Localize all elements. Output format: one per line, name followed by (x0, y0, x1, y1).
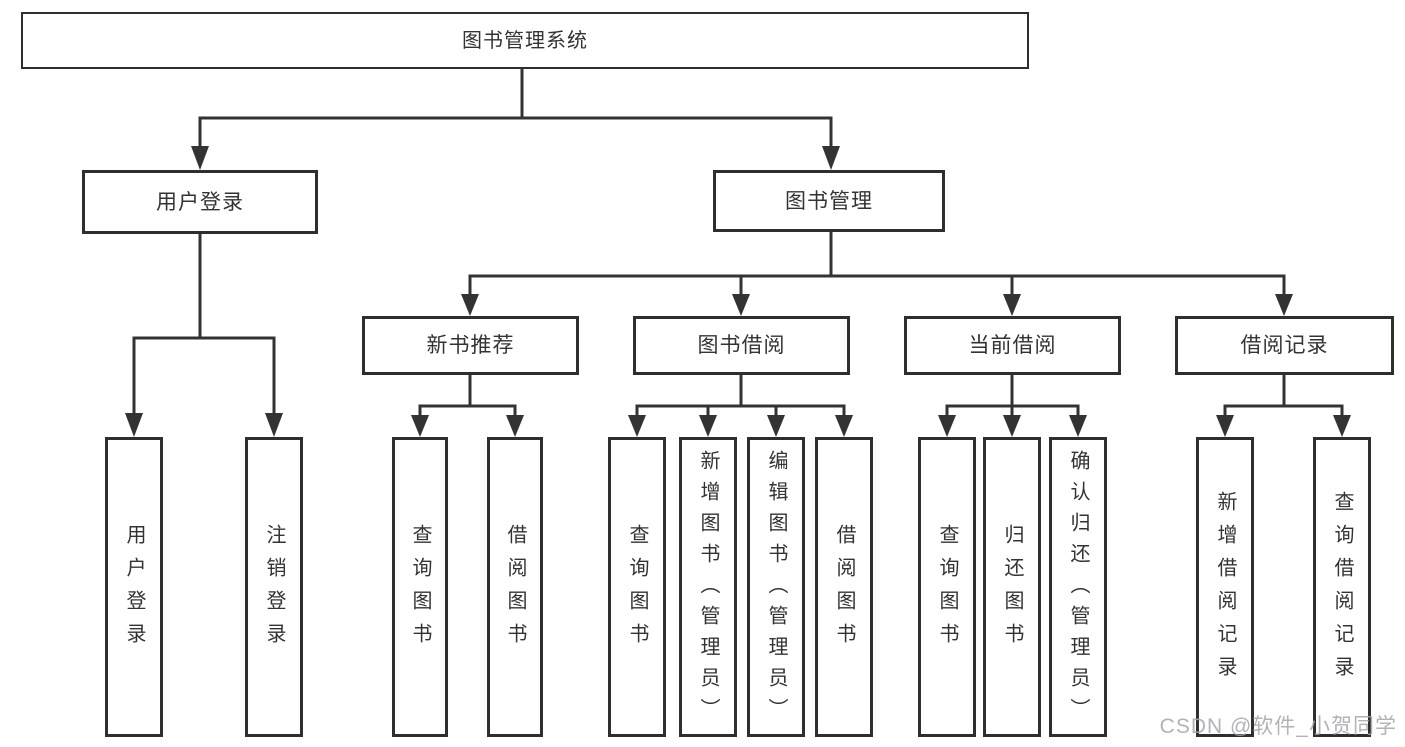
leaf-borrow-books-recommend: 借阅图书 (487, 437, 543, 737)
leaf-add-books-admin: 新增图书（管理员） (679, 437, 737, 737)
node-user-login: 用户登录 (82, 170, 318, 234)
leaf-query-books-borrowing: 查询图书 (608, 437, 666, 737)
leaf-query-borrow-record: 查询借阅记录 (1313, 437, 1371, 737)
leaf-return-books: 归还图书 (983, 437, 1041, 737)
node-book-borrowing: 图书借阅 (633, 316, 850, 375)
leaf-borrow-books-borrowing: 借阅图书 (815, 437, 873, 737)
leaf-query-books-recommend: 查询图书 (392, 437, 448, 737)
node-book-management: 图书管理 (713, 170, 945, 232)
leaf-confirm-return-admin: 确认归还（管理员） (1049, 437, 1107, 737)
csdn-watermark: CSDN @软件_小贺同学 (1159, 715, 1397, 738)
leaf-user-login: 用户登录 (105, 437, 163, 737)
node-current-borrowing: 当前借阅 (904, 316, 1121, 375)
node-borrow-records: 借阅记录 (1175, 316, 1394, 375)
leaf-logout-login: 注销登录 (245, 437, 303, 737)
leaf-query-books-current: 查询图书 (918, 437, 976, 737)
node-new-book-recommend: 新书推荐 (362, 316, 579, 375)
node-library-system: 图书管理系统 (21, 12, 1029, 69)
leaf-edit-books-admin: 编辑图书（管理员） (747, 437, 805, 737)
leaf-add-borrow-record: 新增借阅记录 (1196, 437, 1254, 737)
